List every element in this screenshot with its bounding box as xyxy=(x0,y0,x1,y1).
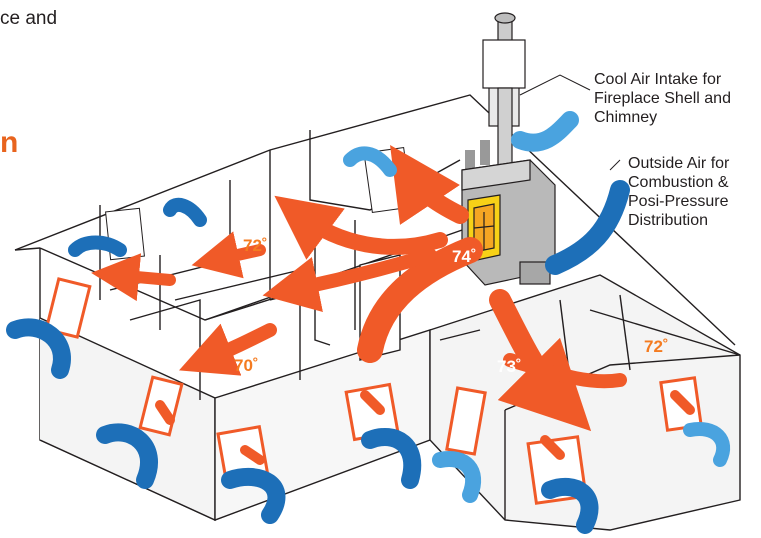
warm-arrow-left xyxy=(274,195,448,260)
warm-arrow-window4 xyxy=(670,390,695,415)
warm-arrow-window3 xyxy=(540,435,565,460)
cool-arrow-room3 xyxy=(68,235,127,257)
callout-outside-line: Combustion & xyxy=(628,174,729,191)
cool-arrow-wall7 xyxy=(683,422,731,467)
callout-outside-line: Distribution xyxy=(628,212,709,229)
warm-arrow-far-left xyxy=(91,253,176,302)
temp-front-left-room: 70˚ xyxy=(234,356,259,375)
callout-outside-line: Posi-Pressure xyxy=(628,193,729,210)
callout-intake-line: Cool Air Intake for xyxy=(594,71,722,88)
top-text-fragment: ce and xyxy=(0,8,58,29)
heading-fragment: n xyxy=(0,126,19,159)
temp-right-room: 72˚ xyxy=(644,337,669,356)
callout-outside-air: Outside Air for Combustion & Posi-Pressu… xyxy=(628,154,729,230)
callout-leaders xyxy=(519,74,621,171)
warm-arrow-center xyxy=(262,248,437,312)
warm-arrow-up xyxy=(390,145,469,225)
cool-arrow-wall1 xyxy=(6,318,71,379)
callout-intake-line: Chimney xyxy=(594,109,658,126)
cool-arrow-wall3 xyxy=(221,467,286,524)
warm-arrow-window2 xyxy=(360,390,385,415)
warm-arrow-window1 xyxy=(240,445,265,465)
cool-arrow-wall4 xyxy=(361,428,422,489)
temp-front-right-room: 73˚ xyxy=(497,357,522,376)
warm-air-flow xyxy=(91,145,695,465)
warm-arrow-front-room xyxy=(489,289,592,432)
cool-arrow-room1 xyxy=(343,146,397,177)
cool-arrow-room2 xyxy=(163,197,207,227)
warm-arrow-window5 xyxy=(155,400,175,425)
warm-arrow-main xyxy=(357,237,483,363)
cool-arrow-wall5 xyxy=(432,451,482,503)
warm-arrow-bedroom xyxy=(191,231,266,279)
temp-fireplace-room: 74˚ xyxy=(452,247,477,266)
cool-arrow-wall2 xyxy=(96,423,158,489)
cool-arrow-intake xyxy=(511,111,579,152)
callout-outside-line: Outside Air for xyxy=(628,155,730,172)
warm-arrow-right xyxy=(503,353,627,389)
callout-intake-line: Fireplace Shell and xyxy=(594,90,731,107)
warm-arrow-front-left xyxy=(179,323,277,376)
temp-left-bedroom-2: 72˚ xyxy=(243,236,268,255)
cool-arrow-wall6 xyxy=(541,477,599,534)
cool-arrow-outside xyxy=(545,180,630,275)
temp-left-bedroom: 70˚ xyxy=(155,231,180,250)
cool-air-flow xyxy=(6,111,731,534)
callout-cool-air-intake: Cool Air Intake for Fireplace Shell and … xyxy=(594,70,731,127)
